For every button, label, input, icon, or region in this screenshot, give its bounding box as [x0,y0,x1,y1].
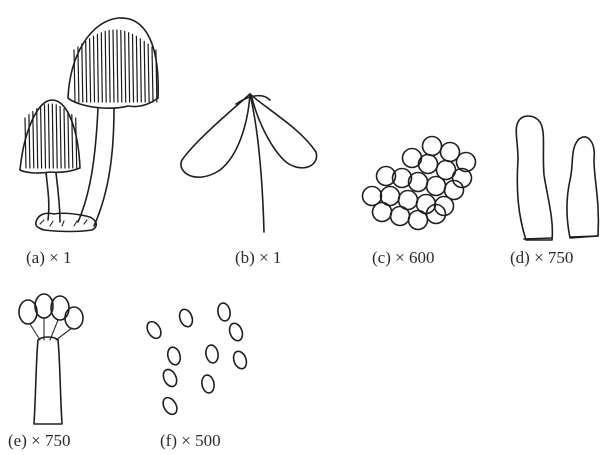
spore [144,319,163,341]
gill-line [97,34,98,102]
spore-group [144,302,248,417]
gill-line [148,44,149,102]
spore [205,344,220,364]
gill-line [152,47,153,102]
gill-line [78,47,79,102]
gill-line [140,39,141,102]
panel-f-label: (f) × 500 [160,431,221,450]
gill-line [48,104,49,168]
gill-line [25,118,26,168]
cell [373,203,392,222]
panel-f-spores: (f) × 500 [144,302,248,450]
cystidium-left [516,116,552,240]
spore [177,307,194,328]
small-mushroom-stem [46,173,60,222]
basidium-spores [19,294,83,329]
large-cap-gills [74,30,157,102]
gill-line [33,111,34,168]
cell [423,137,442,156]
gill-line [101,33,102,102]
cystidium-right [567,137,598,238]
cell [409,211,428,230]
gill-line [37,109,38,168]
panel-d-label: (d) × 750 [510,248,573,267]
gill-line [121,31,122,102]
spore [231,349,248,370]
panel-a-label: (a) × 1 [26,248,71,267]
gill-line [94,36,95,102]
gill-line [86,41,87,102]
cell-group [363,137,476,230]
gill-outline [181,94,250,177]
spore [217,302,232,322]
gill-line [64,109,65,168]
panel-a-mushrooms: (a) × 1 [20,18,158,267]
gill-line [41,106,42,168]
mushroom-base [36,213,96,231]
panel-b-label: (b) × 1 [235,248,281,267]
gill-line [52,104,53,168]
spore [166,346,182,366]
gill-line [60,106,61,168]
gill-line [29,115,30,168]
panel-e-label: (e) × 750 [8,431,70,450]
gill-line [129,33,130,102]
cell [427,177,446,196]
gill-line [76,118,77,168]
spore [201,374,216,394]
gill-line [109,31,110,102]
gill-line [82,44,83,102]
gill-line [117,30,118,102]
cell [391,207,410,226]
panel-d-cystidia: (d) × 750 [510,116,598,267]
gill-line [144,41,145,102]
cell [435,197,454,216]
gill-line [90,39,91,102]
panel-e-basidium: (e) × 750 [8,294,83,450]
spore [160,395,179,417]
gill-line [45,105,46,168]
gill-line [156,50,157,102]
basidium-body [34,337,62,424]
cell [419,155,438,174]
gill-line [74,50,75,102]
gill-line [68,111,69,168]
gill-line [56,105,57,168]
gill-line [113,30,114,102]
gill-line [136,36,137,102]
spore [227,321,244,342]
panel-b-gill-section: (b) × 1 [181,94,317,267]
spore [161,367,179,388]
panel-c-label: (c) × 600 [372,248,434,267]
gill-line [125,31,126,102]
panel-c-cell-cluster: (c) × 600 [363,137,476,268]
cell [427,205,446,224]
gill-line [105,31,106,102]
large-mushroom-stem [78,108,114,226]
gill-line [133,34,134,102]
